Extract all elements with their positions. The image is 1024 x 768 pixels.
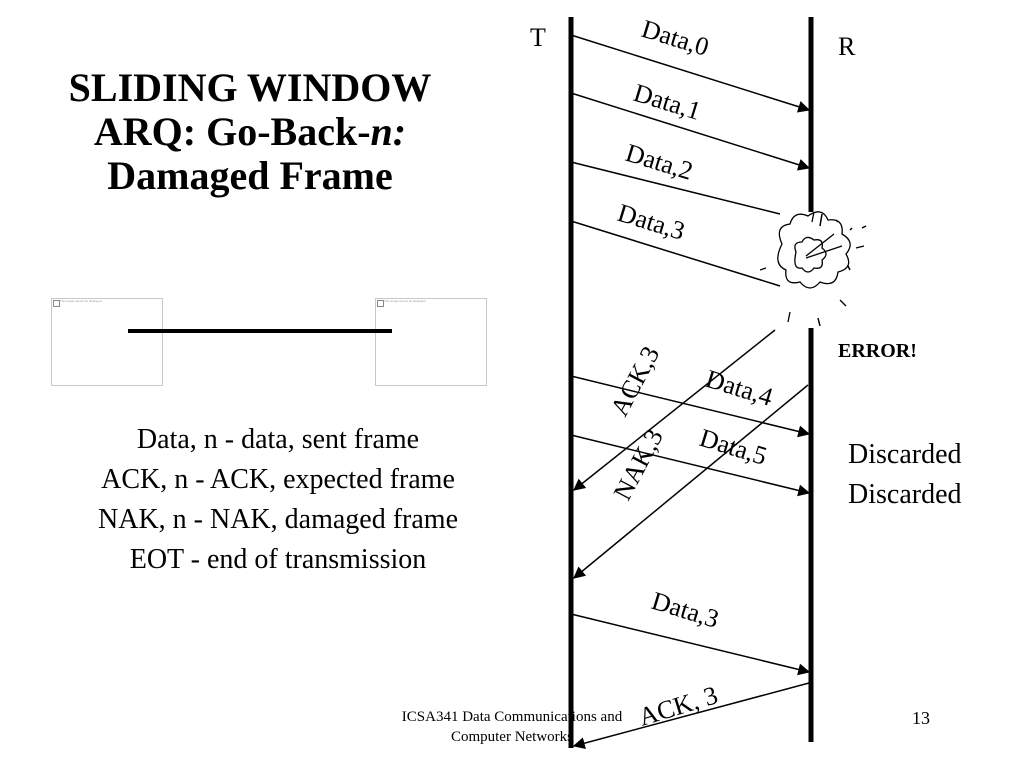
error-label: ERROR! [838,340,917,362]
frame-label-data-1: Data,1 [630,78,704,126]
link-line [128,329,392,333]
footer-line-1: ICSA341 Data Communications and [401,709,623,725]
error-dash-marks [817,213,867,327]
frame-arrow-nak-3 [573,384,809,579]
footer: ICSA341 Data Communications and Computer… [380,707,644,747]
title-line-1: SLIDING WINDOW [68,65,432,110]
frame-label-ack-3-final: ACK, 3 [635,680,721,731]
broken-image-icon [377,300,384,307]
frame-arrow-data-1 [570,92,811,171]
image-placeholder-caption: The image cannot be displayed [384,299,426,303]
legend-item-nak: NAK, n - NAK, damaged frame [98,504,458,535]
frame-arrow-ack-3 [573,329,776,491]
legend: Data, n - data, sent frame ACK, n - ACK,… [40,420,516,580]
legend-item-ack: ACK, n - ACK, expected frame [101,464,455,495]
frame-label-data-5: Data,5 [696,423,770,471]
receiver-label: R [838,32,856,61]
image-placeholder-right: The image cannot be displayed [375,298,487,386]
image-placeholder-caption: The image cannot be displayed [60,299,102,303]
frame-arrow-ack-3-final [572,682,810,749]
frame-label-data-3-resend: Data,3 [648,586,722,634]
discard-label-data-5: Discarded [848,479,962,510]
title-line-2-italic: n: [370,109,407,154]
page-number: 13 [912,708,930,728]
error-burst-icon [759,211,865,323]
frame-arrow-data-5 [570,434,811,497]
frame-arrow-data-3-resend [570,613,811,676]
title-line-2: ARQ: Go-Back-n: [20,110,480,154]
frame-label-data-4: Data,4 [702,364,776,412]
legend-item-eot: EOT - end of transmission [129,544,427,575]
title-line-2-prefix: ARQ: Go-Back- [93,109,371,154]
frame-label-ack-3: ACK,3 [605,342,666,421]
legend-item-data: Data, n - data, sent frame [136,424,420,455]
frame-label-nak-3: NAK,3 [608,424,669,505]
title-line-3: Damaged Frame [107,153,393,198]
transmitter-label: T [530,23,546,52]
slide-title: SLIDING WINDOW ARQ: Go-Back-n: Damaged F… [20,66,480,198]
frame-arrow-data-0 [570,34,811,113]
frame-label-data-0: Data,0 [638,14,712,62]
frame-arrow-data-2 [570,161,781,215]
frame-arrow-data-4 [570,375,811,438]
image-placeholder-left: The image cannot be displayed [51,298,163,386]
discard-label-data-4: Discarded [848,439,962,470]
footer-line-2: Computer Networks [450,729,574,745]
frame-arrow-data-3-damaged [570,220,781,287]
broken-image-icon [53,300,60,307]
frame-label-data-2: Data,2 [622,138,696,186]
